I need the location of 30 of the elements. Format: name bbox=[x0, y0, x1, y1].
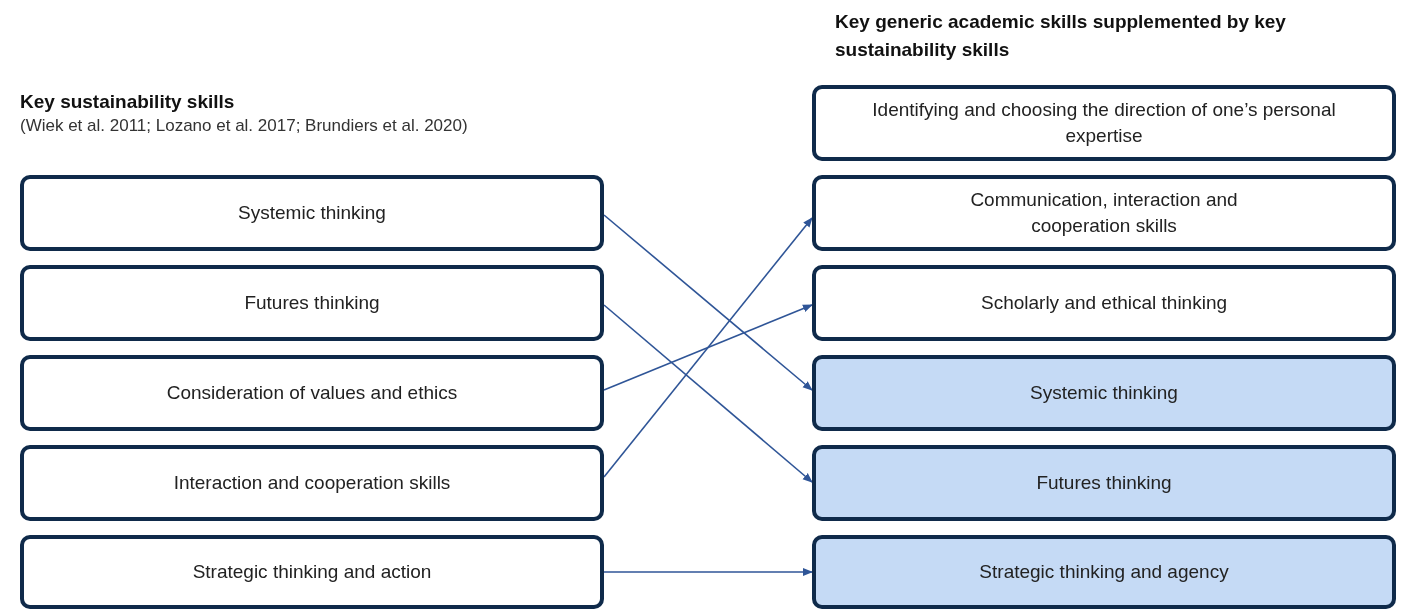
skill-text: Futures thinking bbox=[1036, 471, 1172, 496]
skill-box bbox=[812, 355, 1396, 431]
arrow bbox=[603, 217, 813, 478]
column-heading: Key sustainability skills bbox=[20, 90, 235, 114]
arrow bbox=[603, 304, 813, 391]
skill-text: Futures thinking bbox=[244, 291, 380, 316]
skill-text: Consideration of values and ethics bbox=[166, 381, 458, 406]
skill-text: Systemic thinking bbox=[238, 201, 386, 226]
skill-box bbox=[812, 445, 1396, 521]
skill-box bbox=[812, 175, 1396, 251]
skill-box bbox=[812, 85, 1396, 161]
arrow bbox=[603, 304, 813, 483]
skill-text: Systemic thinking bbox=[1030, 381, 1178, 406]
citation: (Wiek et al. 2011; Lozano et al. 2017; Brundiers et al. 2020) bbox=[20, 116, 468, 136]
skill-text: Identifying and choosing the direction of one’s personal expertise bbox=[871, 98, 1337, 148]
skill-box bbox=[20, 355, 604, 431]
skill-text: Strategic thinking and action bbox=[192, 560, 432, 585]
column-heading: Key generic academic skills supplemented by key sustainability skills bbox=[835, 10, 1287, 62]
skill-box bbox=[20, 265, 604, 341]
skill-box bbox=[20, 535, 604, 609]
skill-box bbox=[812, 265, 1396, 341]
skill-text: Interaction and cooperation skills bbox=[173, 471, 451, 496]
arrow bbox=[603, 568, 813, 576]
skill-text: Scholarly and ethical thinking bbox=[980, 291, 1228, 316]
arrow bbox=[603, 214, 813, 391]
skill-text: Strategic thinking and agency bbox=[979, 560, 1229, 585]
skill-box bbox=[812, 535, 1396, 609]
skill-text: Communication, interaction and cooperation skills bbox=[969, 188, 1239, 238]
skill-box bbox=[20, 445, 604, 521]
skill-box bbox=[20, 175, 604, 251]
